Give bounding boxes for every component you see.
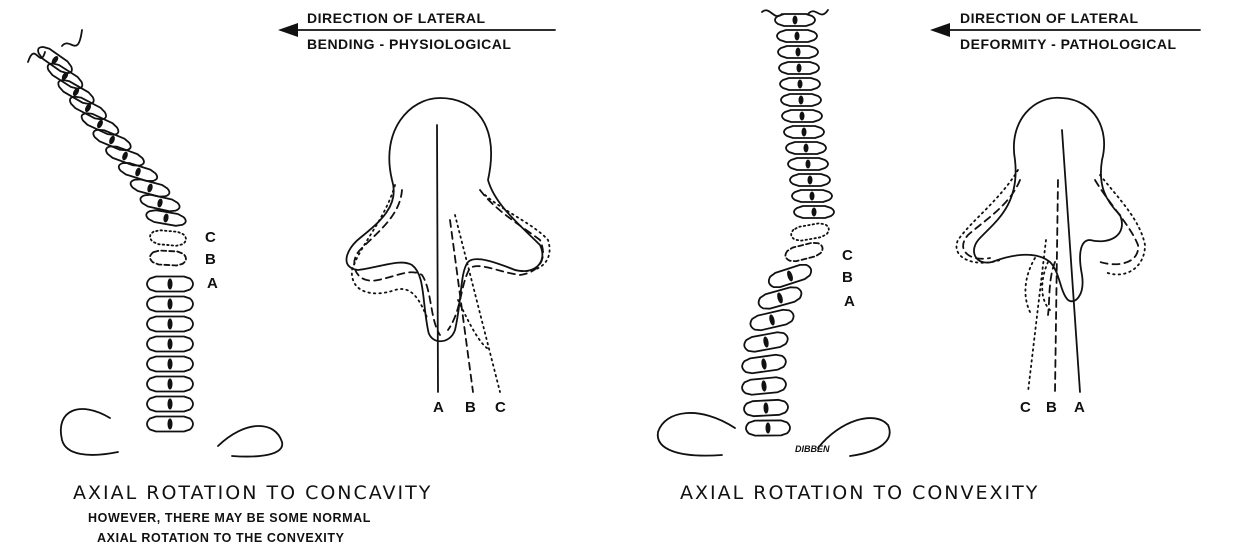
vertebra [744, 399, 789, 416]
right-axis-label-b: B [1046, 399, 1057, 416]
vertebra [147, 417, 193, 432]
right-spine-label-c: C [842, 247, 853, 264]
vertebra [780, 78, 820, 90]
vertebra [788, 158, 828, 170]
vertebra [757, 285, 803, 311]
left-subcaption-line2: AXIAL ROTATION TO THE CONVEXITY [97, 531, 345, 545]
left-spine-label-c: C [205, 229, 216, 246]
vertebra [781, 94, 821, 106]
vertebra [794, 206, 834, 218]
left-neck-curve-2 [62, 30, 82, 46]
right-neck-curve-2 [808, 10, 828, 14]
vertebra [147, 277, 193, 292]
left-axis-line-a [437, 125, 438, 392]
vertebra [147, 397, 193, 412]
left-panel: DIRECTION OF LATERAL BENDING - PHYSIOLOG… [28, 10, 555, 545]
left-spine-label-b: B [205, 251, 216, 268]
right-axis-line-c [1028, 240, 1046, 392]
vertebra [145, 209, 186, 228]
vertebra [778, 46, 818, 58]
right-axis-label-c: C [1020, 399, 1031, 416]
left-axis-label-b: B [465, 399, 476, 416]
vertebra [147, 317, 193, 332]
left-vertebra-outline-b [354, 190, 543, 335]
right-axis-line-a [1062, 130, 1080, 392]
left-pelvis-left [61, 409, 118, 455]
vertebra [784, 241, 824, 264]
vertebra [790, 222, 830, 242]
left-vertebra-outline-a [346, 98, 542, 341]
right-spine-label-b: B [842, 269, 853, 286]
left-vertebra-axial-view [346, 98, 549, 392]
left-subcaption-line1: HOWEVER, THERE MAY BE SOME NORMAL [88, 511, 371, 525]
left-pelvis-right [218, 426, 282, 457]
right-spine [741, 14, 834, 436]
right-vertebra-axial-view [956, 98, 1145, 392]
vertebra [147, 377, 193, 392]
vertebra [786, 142, 826, 154]
right-panel: DIRECTION OF LATERAL DEFORMITY - PATHOLO… [658, 10, 1200, 504]
vertebra [784, 126, 824, 138]
vertebra [782, 110, 822, 122]
left-header-line1: DIRECTION OF LATERAL [307, 10, 486, 26]
right-vertebra-outline-a [974, 98, 1122, 302]
right-artist-signature: DIBBEN [795, 444, 830, 454]
vertebra [746, 420, 790, 435]
left-header-line2: BENDING - PHYSIOLOGICAL [307, 36, 511, 52]
vertebra [149, 229, 186, 246]
vertebra [790, 174, 830, 186]
vertebra [741, 354, 787, 375]
vertebra [743, 331, 789, 354]
vertebra [777, 30, 817, 42]
vertebra [741, 376, 786, 395]
left-caption: AXIAL ROTATION TO CONCAVITY [73, 482, 432, 504]
right-vertebra-outline-b [963, 180, 1138, 315]
right-vertebra-outline-c [956, 170, 1145, 312]
right-header-line2: DEFORMITY - PATHOLOGICAL [960, 36, 1177, 52]
right-axis-label-a: A [1074, 399, 1085, 416]
vertebra [779, 62, 819, 74]
vertebra [147, 337, 193, 352]
right-axis-line-b [1055, 180, 1058, 392]
right-caption: AXIAL ROTATION TO CONVEXITY [680, 482, 1039, 504]
right-pelvis-left [658, 413, 735, 456]
right-spine-label-a: A [844, 293, 855, 310]
left-axis-line-b [450, 220, 473, 392]
vertebra [792, 190, 832, 202]
left-vertebra-outline-c [352, 185, 550, 350]
vertebra [150, 250, 187, 266]
left-spine-label-a: A [207, 275, 218, 292]
vertebra [147, 357, 193, 372]
left-spine [35, 44, 193, 432]
left-axis-label-a: A [433, 399, 444, 416]
right-header-line1: DIRECTION OF LATERAL [960, 10, 1139, 26]
vertebra [767, 262, 813, 290]
left-axis-label-c: C [495, 399, 506, 416]
vertebra [147, 297, 193, 312]
vertebra [749, 308, 795, 333]
vertebra [775, 14, 815, 26]
vertebra [104, 144, 146, 169]
